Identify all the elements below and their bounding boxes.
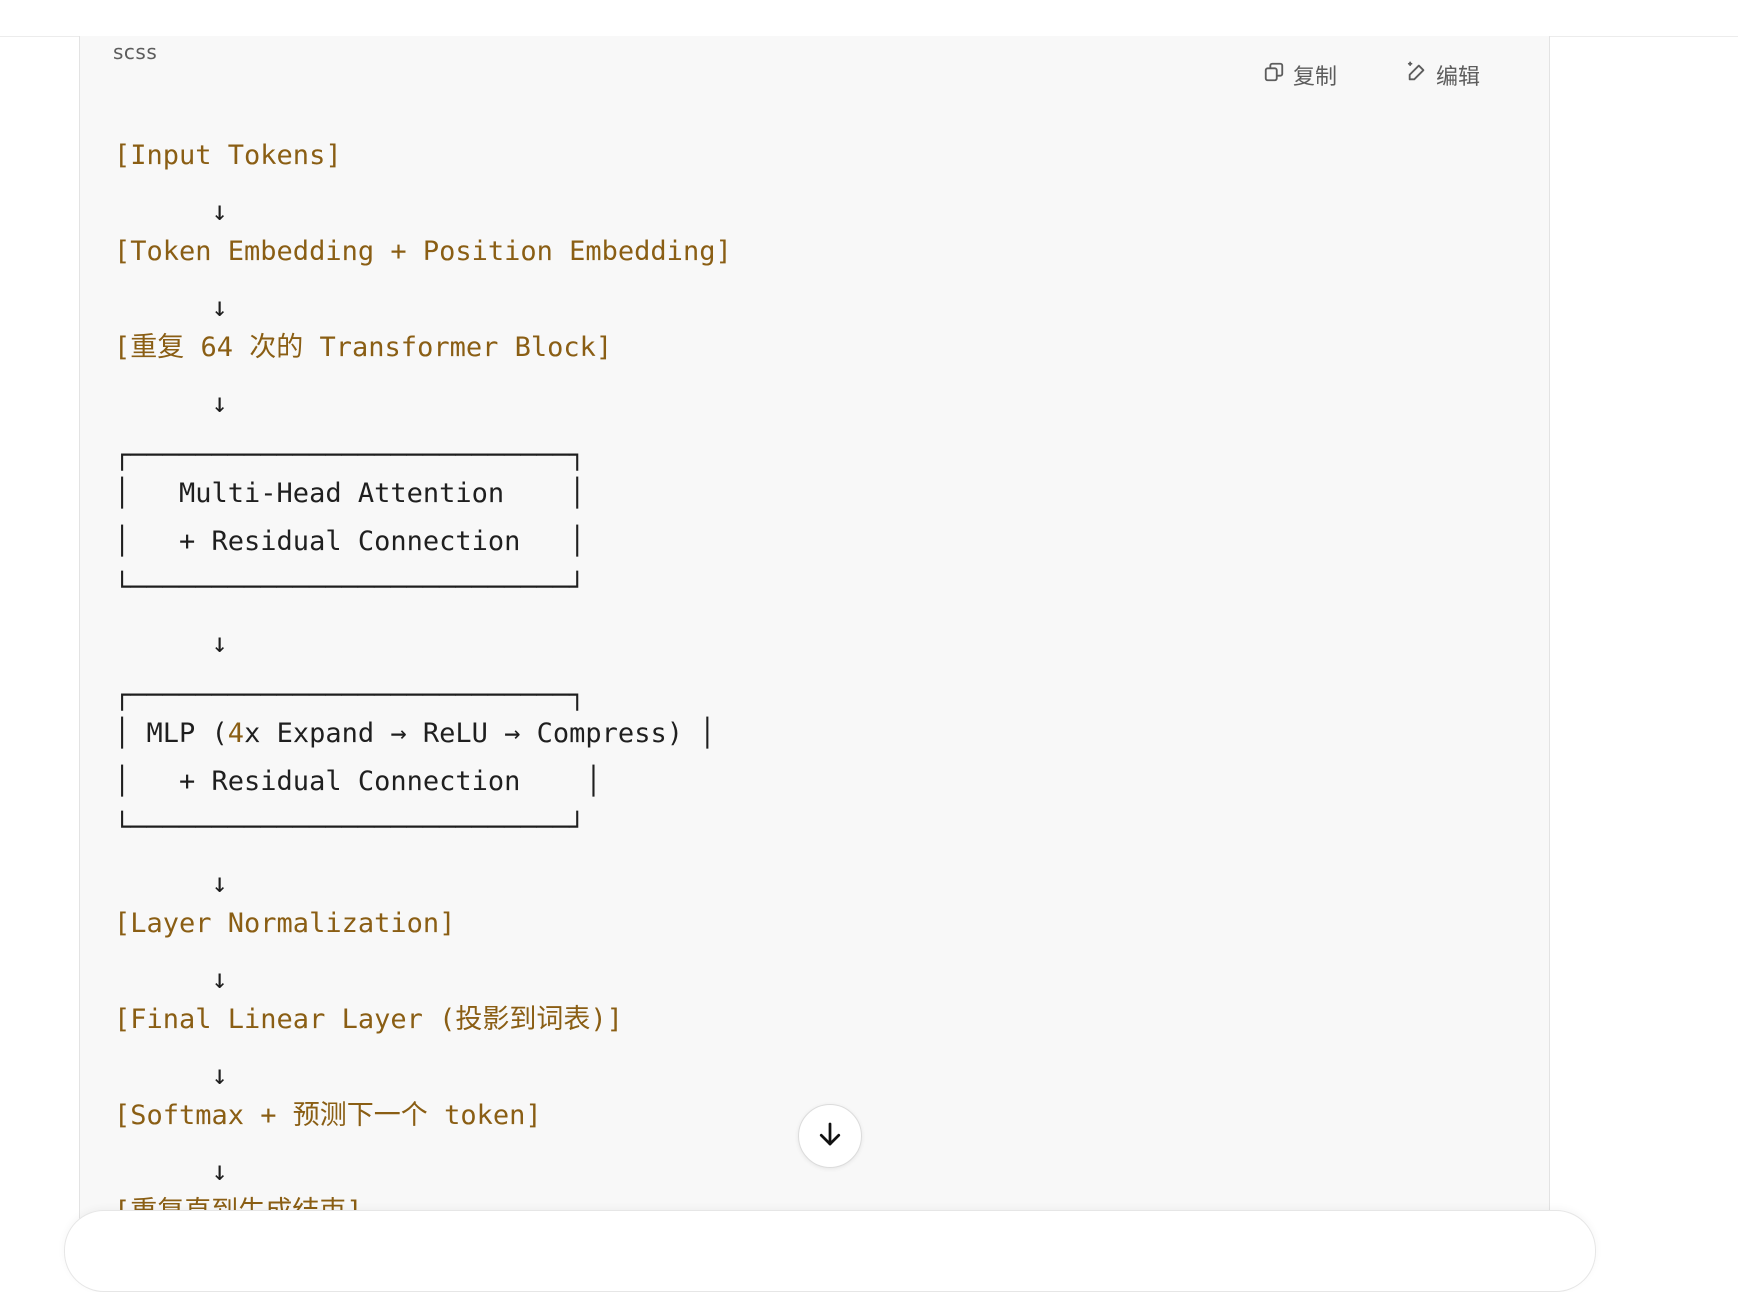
code-line: [Token Embedding + Position Embedding] <box>114 236 732 267</box>
code-line: ↓ <box>114 1156 228 1187</box>
code-line: └───────────────────────────┘ <box>114 812 586 843</box>
code-line: ↓ <box>114 196 228 227</box>
code-token: x Expand → ReLU → Compress) │ <box>244 718 716 749</box>
edit-button[interactable]: 编辑 <box>1406 58 1480 92</box>
code-content: [Input Tokens] ↓ [Token Embedding + Posi… <box>114 36 732 1227</box>
code-block: scss 复制 编辑 [Input Tokens] ↓ [Token Embed… <box>79 36 1550 1246</box>
copy-icon <box>1263 61 1285 89</box>
code-line: │ Multi-Head Attention │ <box>114 478 586 509</box>
code-line: │ MLP (4x Expand → ReLU → Compress) │ <box>114 714 715 754</box>
edit-label: 编辑 <box>1436 65 1481 90</box>
arrow-down-icon <box>815 1119 845 1153</box>
code-line: │ + Residual Connection │ <box>114 526 586 557</box>
code-token: │ MLP ( <box>114 718 228 749</box>
scroll-to-bottom-button[interactable] <box>798 1104 862 1168</box>
code-line: ↓ <box>114 964 228 995</box>
code-line: └───────────────────────────┘ <box>114 572 586 603</box>
code-language-label: scss <box>113 40 158 64</box>
code-line: [Input Tokens] <box>114 140 342 171</box>
edit-icon <box>1406 61 1428 89</box>
code-line: [Final Linear Layer (投影到词表)] <box>114 1004 623 1035</box>
code-line: ↓ <box>114 1060 228 1091</box>
code-line: │ + Residual Connection │ <box>114 766 602 797</box>
code-line: ↓ <box>114 628 228 659</box>
code-line: ↓ <box>114 292 228 323</box>
code-line: ┌───────────────────────────┐ <box>114 680 586 711</box>
code-line: [Layer Normalization] <box>114 908 456 939</box>
code-line: [Softmax + 预测下一个 token] <box>114 1100 542 1131</box>
top-bar <box>0 0 1738 37</box>
copy-label: 复制 <box>1293 65 1338 90</box>
code-line: ┌───────────────────────────┐ <box>114 440 586 471</box>
code-line: ↓ <box>114 388 228 419</box>
message-input-panel[interactable] <box>64 1210 1596 1292</box>
code-number: 4 <box>227 718 245 749</box>
code-line: ↓ <box>114 868 228 899</box>
copy-button[interactable]: 复制 <box>1263 58 1337 92</box>
code-line: [重复 64 次的 Transformer Block] <box>114 332 613 363</box>
